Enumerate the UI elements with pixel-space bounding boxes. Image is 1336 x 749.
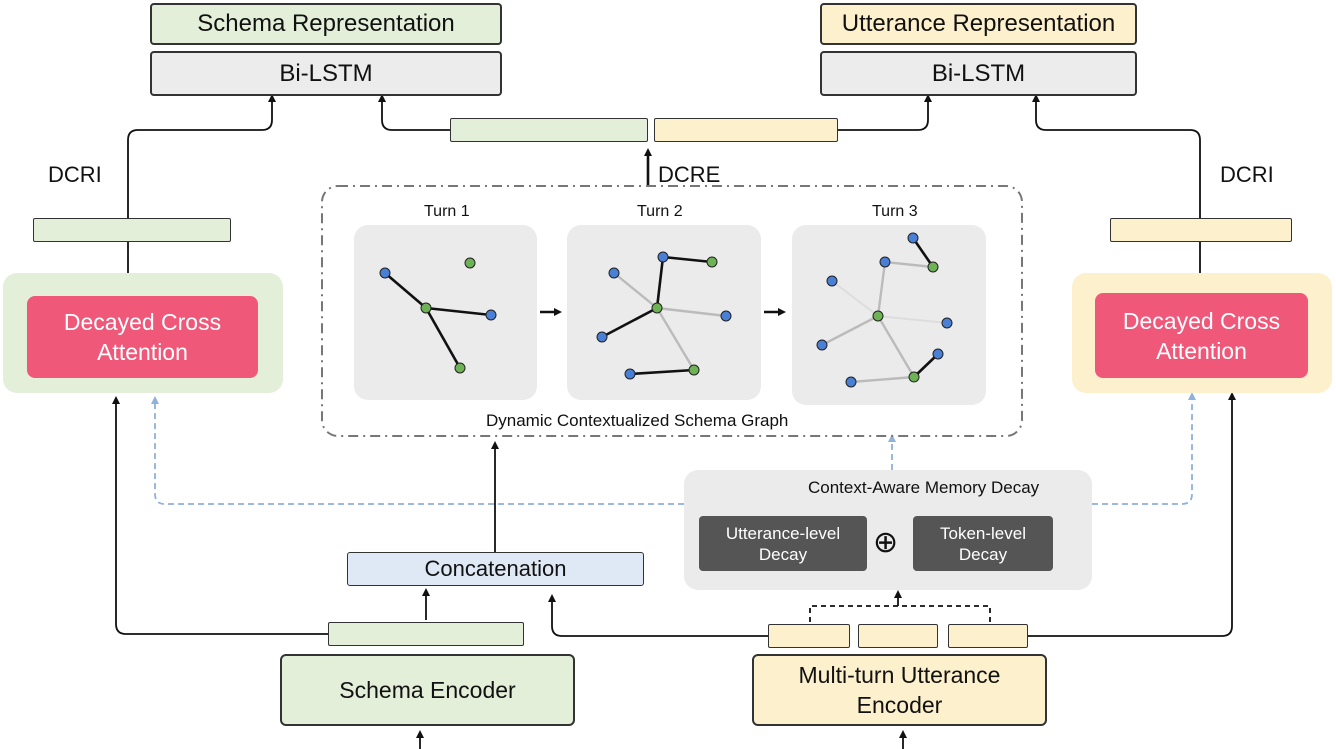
- graph-node: [845, 376, 857, 388]
- graph-node: [485, 309, 497, 321]
- graph-edge: [655, 256, 665, 309]
- graph-edge: [662, 255, 713, 264]
- dcre-schema-bar: [450, 118, 648, 142]
- utterance-representation-box: Utterance Representation: [820, 3, 1137, 45]
- plus-operator: ⊕: [873, 526, 899, 559]
- graph-edge: [911, 237, 935, 268]
- graph-edge: [913, 353, 939, 378]
- dcri-right-label: DCRI: [1220, 162, 1274, 187]
- graph-edge: [876, 315, 916, 378]
- graph-node: [464, 257, 476, 269]
- utterance-output-bar-1: [768, 624, 850, 648]
- graph-node: [816, 339, 828, 351]
- graph-node: [651, 302, 663, 314]
- graph-node: [624, 368, 636, 380]
- decayed-cross-attention-right: Decayed Cross Attention: [1095, 293, 1308, 378]
- graph-node: [420, 302, 432, 314]
- dcre-utterance-bar: [654, 118, 838, 142]
- graph-edge: [613, 272, 658, 309]
- graph-edge: [601, 306, 658, 339]
- graph-node: [941, 317, 953, 329]
- dcri-left-bar: [33, 218, 231, 242]
- utterance-output-bar-3: [948, 624, 1028, 648]
- graph-node: [908, 371, 920, 383]
- graph-node: [657, 251, 669, 263]
- graph-edge: [876, 261, 887, 317]
- turn-1-panel: [354, 225, 537, 400]
- graph-edge: [424, 307, 462, 369]
- graph-node: [927, 261, 939, 273]
- graph-node: [706, 256, 718, 268]
- dcri-left-label: DCRI: [48, 162, 102, 187]
- graph-edge: [831, 280, 879, 317]
- dcre-label: DCRE: [658, 162, 721, 187]
- graph-node: [379, 267, 391, 279]
- graph-node: [872, 310, 884, 322]
- dcri-right-bar: [1110, 218, 1292, 242]
- utterance-output-bar-2: [858, 624, 938, 648]
- graph-edge: [877, 315, 948, 324]
- bilstm-left-box: Bi-LSTM: [150, 51, 502, 96]
- utterance-encoder-box: Multi-turn Utterance Encoder: [752, 654, 1047, 726]
- graph-node: [879, 256, 891, 268]
- decayed-cross-attention-left: Decayed Cross Attention: [27, 296, 258, 378]
- graph-edge: [656, 306, 727, 318]
- schema-encoder-box: Schema Encoder: [280, 654, 575, 726]
- graph-node: [907, 232, 919, 244]
- graph-node: [932, 348, 944, 360]
- graph-node: [608, 267, 620, 279]
- turn-1-label: Turn 1: [424, 203, 470, 220]
- graph-node: [688, 364, 700, 376]
- graph-node: [720, 310, 732, 322]
- graph-edge: [425, 306, 492, 317]
- graph-node: [454, 362, 466, 374]
- token-level-decay-box: Token-level Decay: [913, 516, 1053, 571]
- turn-2-label: Turn 2: [637, 203, 683, 220]
- graph-edge: [884, 260, 934, 269]
- schema-encoder-output-bar: [328, 622, 524, 646]
- memory-decay-title: Context-Aware Memory Decay: [808, 478, 1040, 497]
- graph-edge: [850, 375, 915, 384]
- graph-caption: Dynamic Contextualized Schema Graph: [486, 411, 789, 430]
- utterance-level-decay-box: Utterance-level Decay: [699, 516, 867, 571]
- graph-edge: [821, 314, 879, 347]
- bilstm-right-box: Bi-LSTM: [820, 51, 1137, 96]
- graph-edge: [384, 272, 427, 309]
- graph-node: [826, 275, 838, 287]
- graph-node: [596, 331, 608, 343]
- graph-edge: [655, 307, 696, 371]
- concatenation-box: Concatenation: [347, 552, 644, 586]
- turn-3-label: Turn 3: [872, 203, 918, 220]
- turn-3-panel: [792, 225, 986, 405]
- schema-representation-box: Schema Representation: [150, 3, 502, 45]
- graph-edge: [629, 368, 695, 376]
